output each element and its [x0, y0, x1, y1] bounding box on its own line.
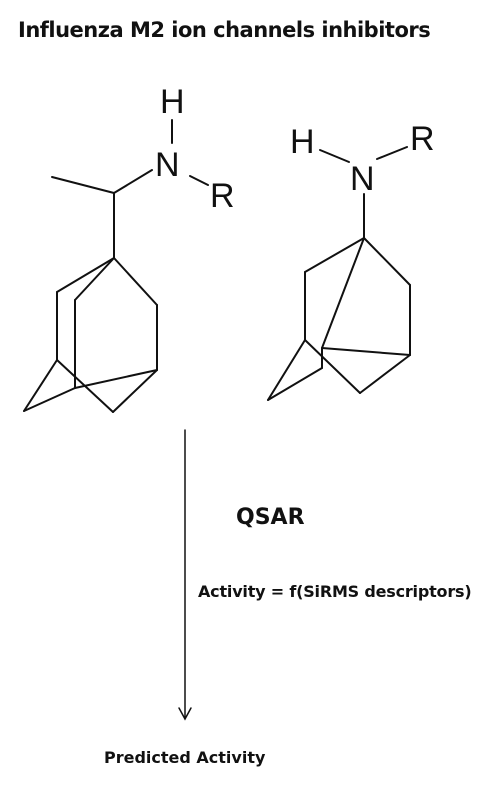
result-label: Predicted Activity	[104, 748, 266, 767]
molecule-left-side-chain	[51, 119, 209, 259]
atom-n-left: N	[155, 146, 180, 184]
molecule-left	[23, 119, 209, 413]
molecule-right-adamantane-cage	[267, 237, 411, 401]
atom-h-left: H	[160, 83, 185, 121]
method-label: QSAR	[236, 505, 305, 530]
molecule-left-atom-labels: H N R	[155, 83, 235, 215]
molecule-right	[267, 146, 411, 401]
atom-r-left: R	[210, 177, 235, 215]
atom-n-right: N	[350, 160, 375, 198]
atom-r-right: R	[410, 120, 435, 158]
atom-h-right: H	[290, 123, 315, 161]
activity-formula: Activity = f(SiRMS descriptors)	[198, 582, 472, 601]
figure-title: Influenza M2 ion channels inhibitors	[18, 18, 431, 42]
molecule-right-atom-labels: H N R	[290, 120, 435, 198]
flow-arrow	[178, 429, 192, 721]
molecule-left-adamantane-cage	[23, 257, 158, 413]
molecule-right-substituents	[319, 146, 408, 239]
